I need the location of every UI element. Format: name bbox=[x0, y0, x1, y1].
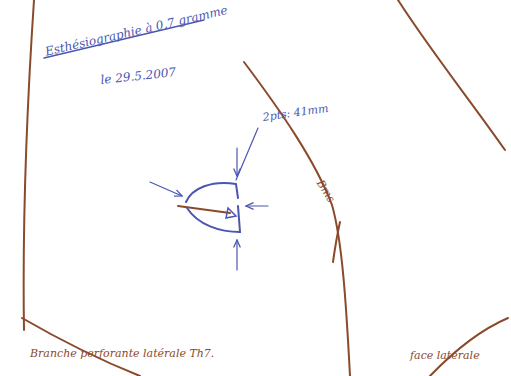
test-arrow bbox=[236, 148, 237, 176]
body-contour bbox=[22, 318, 140, 376]
test-arrow bbox=[236, 240, 237, 270]
date-note: le 29.5.2007 bbox=[100, 66, 177, 87]
muscle-label: Bms bbox=[314, 178, 337, 205]
nerve-branch bbox=[178, 206, 230, 213]
test-arrow bbox=[246, 205, 268, 206]
title-note: Esthésiographie à 0,7 gramme bbox=[44, 4, 229, 59]
side-caption: face latérale bbox=[410, 350, 480, 362]
arm-contour bbox=[333, 222, 340, 262]
sensory-area-outline bbox=[187, 206, 240, 232]
body-contour bbox=[430, 318, 508, 376]
nerve-caption: Branche perforante latérale Th7. bbox=[30, 348, 214, 360]
test-arrow bbox=[150, 182, 182, 196]
dimension-label: 2pts: 41mm bbox=[262, 103, 329, 124]
body-contour bbox=[24, 0, 34, 330]
body-contour bbox=[398, 0, 505, 150]
emergence-triangle bbox=[226, 208, 236, 218]
leader-line bbox=[236, 128, 258, 180]
sensory-area-outline bbox=[186, 183, 238, 202]
arm-contour bbox=[244, 62, 350, 376]
